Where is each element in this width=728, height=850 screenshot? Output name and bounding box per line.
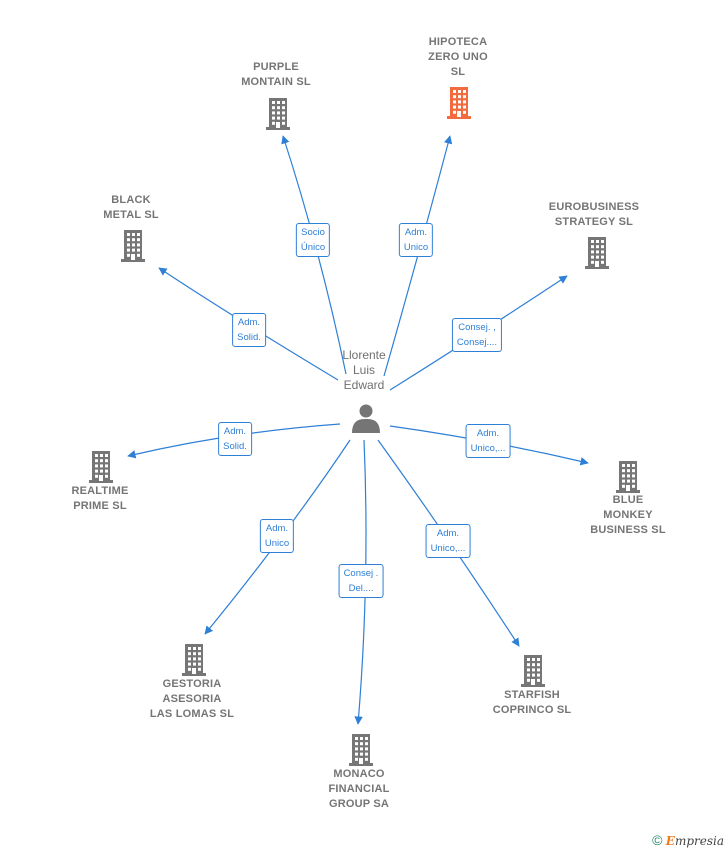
building-icon[interactable] — [182, 644, 206, 676]
role-label-black: Adm. Solid. — [232, 313, 266, 347]
company-name-eurobusiness[interactable]: EUROBUSINESS STRATEGY SL — [548, 201, 640, 228]
company-name-hipoteca[interactable]: HIPOTECA ZERO UNO SL — [428, 36, 488, 78]
building-icon[interactable] — [121, 230, 145, 262]
role-label-gestoria: Adm. Unico — [259, 519, 295, 553]
building-icon[interactable] — [89, 451, 113, 483]
building-icon[interactable] — [585, 237, 609, 269]
role-label-realtime: Adm. Solid. — [218, 422, 252, 456]
person-name[interactable]: Llorente Luis Edward — [342, 348, 386, 392]
building-icon[interactable] — [349, 734, 373, 766]
role-label-purple: Socio Único — [295, 223, 331, 257]
building-icon[interactable] — [521, 655, 545, 687]
role-label-blue: Adm. Unico,... — [465, 424, 511, 458]
company-name-starfish[interactable]: STARFISH COPRINCO SL — [492, 689, 572, 716]
company-name-realtime[interactable]: REALTIME PRIME SL — [71, 485, 129, 512]
footer-brand: © Empresia — [652, 832, 724, 848]
company-name-monaco[interactable]: MONACO FINANCIAL GROUP SA — [328, 768, 390, 810]
company-name-blue[interactable]: BLUE MONKEY BUSINESS SL — [590, 494, 666, 536]
building-icon[interactable] — [266, 98, 290, 130]
copyright-symbol: © — [652, 832, 663, 848]
building-icon[interactable] — [447, 87, 471, 119]
building-icon[interactable] — [616, 461, 640, 493]
person-icon[interactable] — [352, 404, 380, 434]
brand-logo: Empresia — [665, 834, 724, 848]
company-name-gestoria[interactable]: GESTORIA ASESORIA LAS LOMAS SL — [149, 678, 235, 720]
role-label-starfish: Adm. Unico,... — [425, 524, 471, 558]
company-name-purple[interactable]: PURPLE MONTAIN SL — [241, 61, 311, 88]
role-label-monaco: Consej . Del.... — [338, 564, 384, 598]
company-name-black[interactable]: BLACK METAL SL — [103, 194, 159, 221]
role-label-hipoteca: Adm. Unico — [398, 223, 434, 257]
role-label-eurobusiness: Consej. , Consej.... — [451, 318, 503, 352]
